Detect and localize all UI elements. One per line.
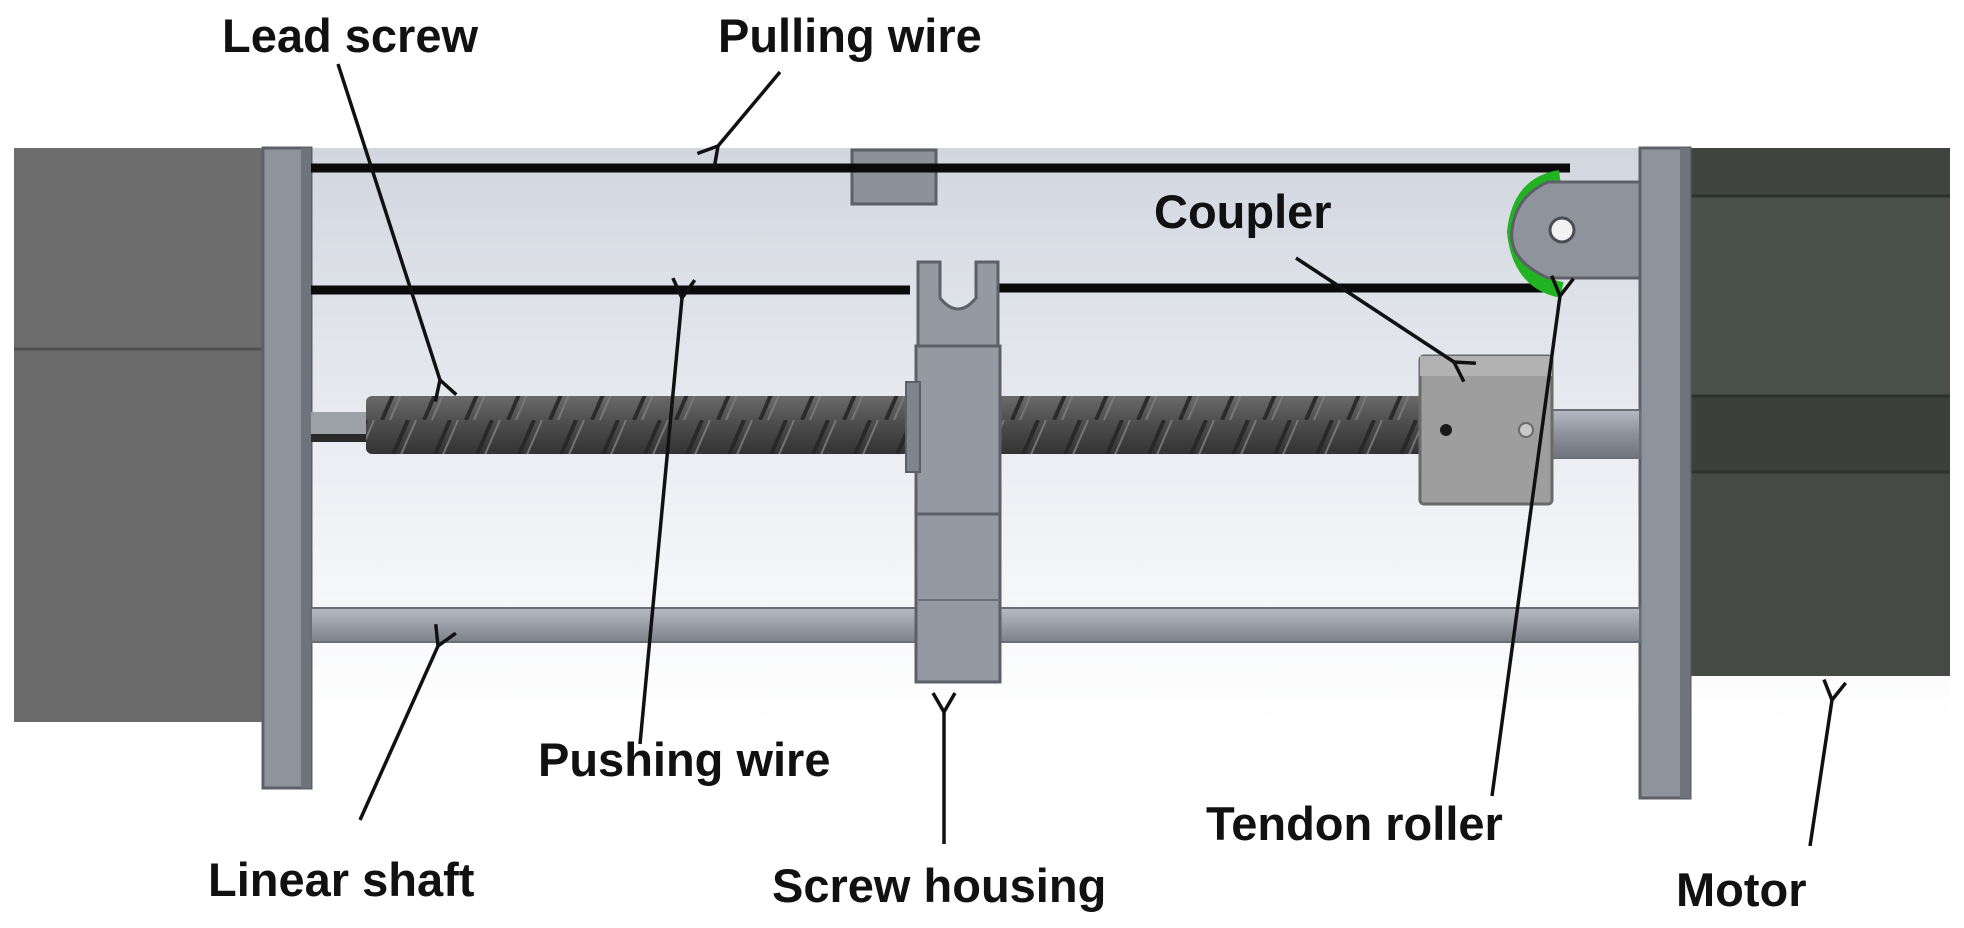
coupler xyxy=(1418,354,1554,506)
lead-screw-arrow xyxy=(336,63,440,380)
label-motor: Motor xyxy=(1676,863,1807,916)
label-linear-shaft: Linear shaft xyxy=(208,853,475,906)
tendon-roller xyxy=(1506,170,1642,298)
coupler-arrow xyxy=(1295,256,1454,362)
tendon-roller-arrow xyxy=(1490,296,1560,797)
label-pulling-wire: Pulling wire xyxy=(718,9,982,62)
leader-arrows xyxy=(336,63,1832,847)
label-screw-housing: Screw housing xyxy=(772,859,1106,912)
left-frame-plate xyxy=(261,146,313,790)
left-end-block xyxy=(14,148,264,722)
right-frame-plate xyxy=(1638,146,1692,800)
label-lead-screw: Lead screw xyxy=(222,9,478,62)
motor-body xyxy=(1690,148,1950,676)
screw-housing xyxy=(905,260,1002,684)
label-tendon-roller: Tendon roller xyxy=(1206,797,1503,850)
label-pushing-wire: Pushing wire xyxy=(538,733,831,786)
top-wire-clamp xyxy=(850,148,938,206)
lead-screw xyxy=(311,396,1424,454)
motor-arrow xyxy=(1808,700,1832,847)
linear-shaft-arrow xyxy=(358,646,438,821)
pushing-wire-arrow xyxy=(638,298,682,745)
label-coupler: Coupler xyxy=(1154,185,1332,238)
motor-shaft xyxy=(1547,409,1641,459)
pulling-wire-arrow xyxy=(718,70,782,146)
